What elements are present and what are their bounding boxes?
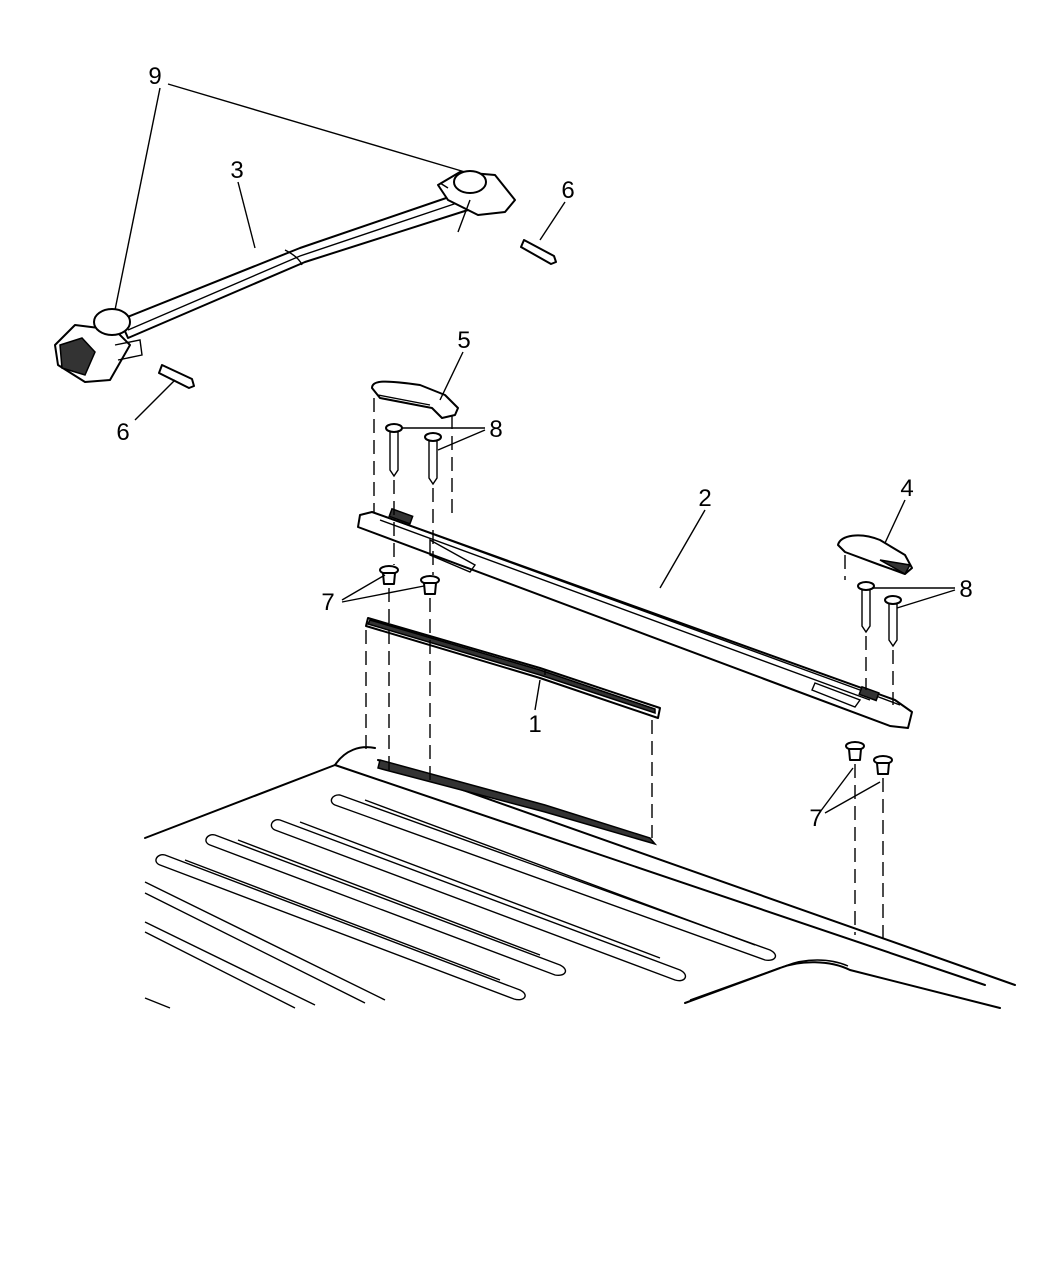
callout-9: 9 xyxy=(148,63,161,90)
clip-front-2 xyxy=(873,755,893,775)
alignment-lines xyxy=(365,398,894,945)
screw-rear-1 xyxy=(385,423,403,478)
cross-bar-pin-right xyxy=(520,239,557,265)
roof-side-rail xyxy=(357,507,913,729)
roof-molding-strip xyxy=(365,617,661,846)
clip-front-1 xyxy=(845,741,865,761)
screw-front-2 xyxy=(884,595,902,648)
clip-rear-2 xyxy=(420,575,440,595)
roof-panel xyxy=(144,746,1016,1009)
cross-bar-pin-left xyxy=(158,364,195,389)
callout-1: 1 xyxy=(528,711,541,738)
callout-2: 2 xyxy=(698,485,711,512)
rail-end-cover-rear xyxy=(371,380,459,419)
callout-7-front: 7 xyxy=(809,805,822,832)
leader-lines xyxy=(114,83,956,814)
roof-cross-bar xyxy=(54,170,516,383)
callout-3: 3 xyxy=(230,157,243,184)
callout-8-front: 8 xyxy=(959,576,972,603)
callout-4: 4 xyxy=(900,475,913,502)
screw-front-1 xyxy=(857,581,875,634)
callout-7-rear: 7 xyxy=(321,589,334,616)
clip-rear-1 xyxy=(379,565,399,585)
screw-rear-2 xyxy=(424,432,442,486)
callout-5: 5 xyxy=(457,327,470,354)
callout-6-left: 6 xyxy=(116,419,129,446)
callout-8-rear: 8 xyxy=(489,416,502,443)
rail-end-cover-front xyxy=(837,534,913,576)
callout-6-right: 6 xyxy=(561,177,574,204)
